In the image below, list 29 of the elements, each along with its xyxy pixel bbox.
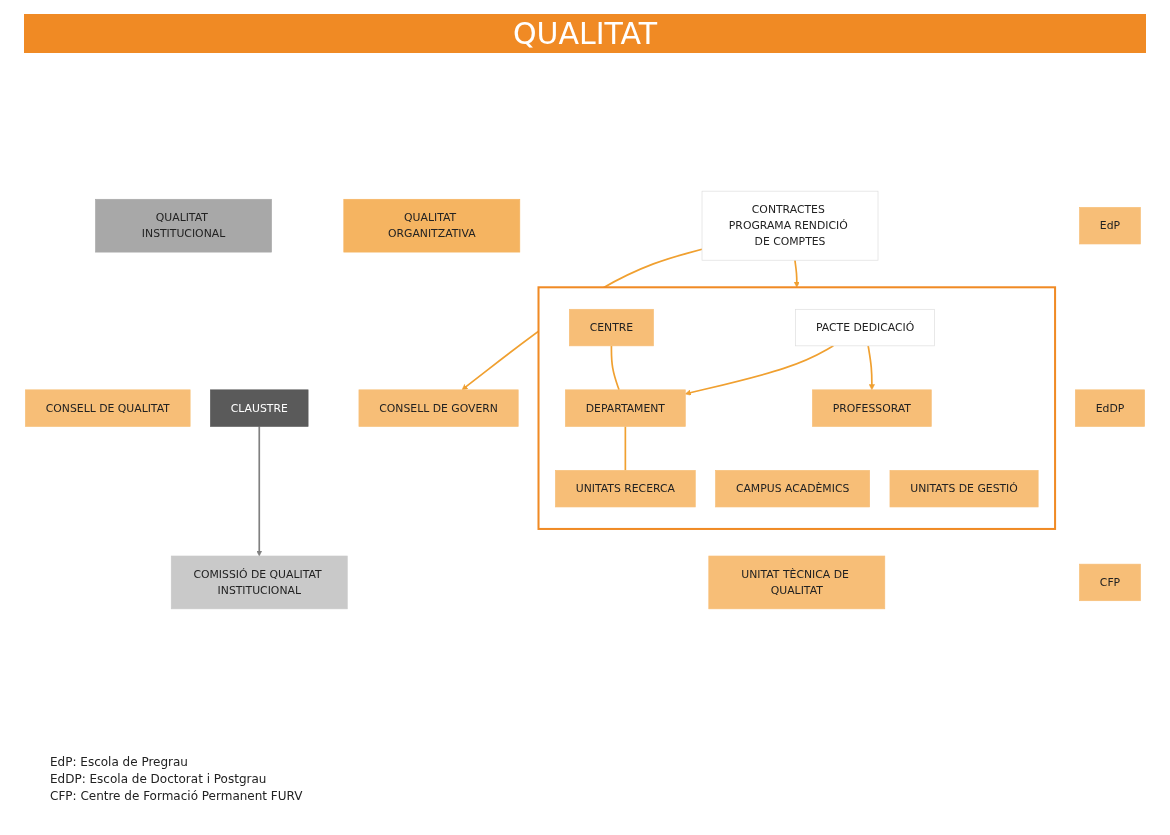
arrow [867, 345, 875, 391]
node-box: CONTRACTES PROGRAMA RENDICIÓ DE COMPTES [701, 190, 879, 261]
node-box: EdDP [1075, 389, 1145, 427]
node-box: PACTE DEDICACIÓ [795, 308, 935, 347]
title-banner: QUALITAT [24, 14, 1146, 53]
arrow [685, 345, 835, 396]
node-box: QUALITAT INSTITUCIONAL [95, 198, 272, 253]
node-box: CLAUSTRE [210, 389, 309, 427]
connector [624, 425, 627, 472]
node-box: COMISSIÓ DE QUALITAT INSTITUCIONAL [170, 555, 348, 610]
node-box: DEPARTAMENT [565, 389, 686, 427]
node-box: UNITATS RECERCA [555, 470, 696, 508]
node-box: EdP [1079, 207, 1141, 245]
node-box: CENTRE [569, 308, 654, 347]
node-box: UNITAT TÈCNICA DE QUALITAT [708, 555, 886, 610]
node-box: CFP [1079, 563, 1141, 602]
node-box: UNITATS DE GESTIÓ [889, 470, 1039, 508]
node-box: CONSELL DE QUALITAT [25, 389, 191, 427]
connector [610, 345, 620, 391]
node-box: PROFESSORAT [812, 389, 932, 427]
node-box: QUALITAT ORGANITZATIVA [343, 198, 521, 253]
legend-note: EdP: Escola de Pregrau [50, 755, 189, 769]
legend-note: CFP: Centre de Formació Permanent FURV [50, 789, 303, 803]
legend-note: EdDP: Escola de Doctorat i Postgrau [50, 772, 268, 786]
node-box: CAMPUS ACADÈMICS [715, 470, 870, 508]
arrow [793, 259, 800, 288]
node-box: CONSELL DE GOVERN [358, 389, 519, 427]
cluster [537, 286, 1057, 530]
arrow [256, 425, 263, 557]
